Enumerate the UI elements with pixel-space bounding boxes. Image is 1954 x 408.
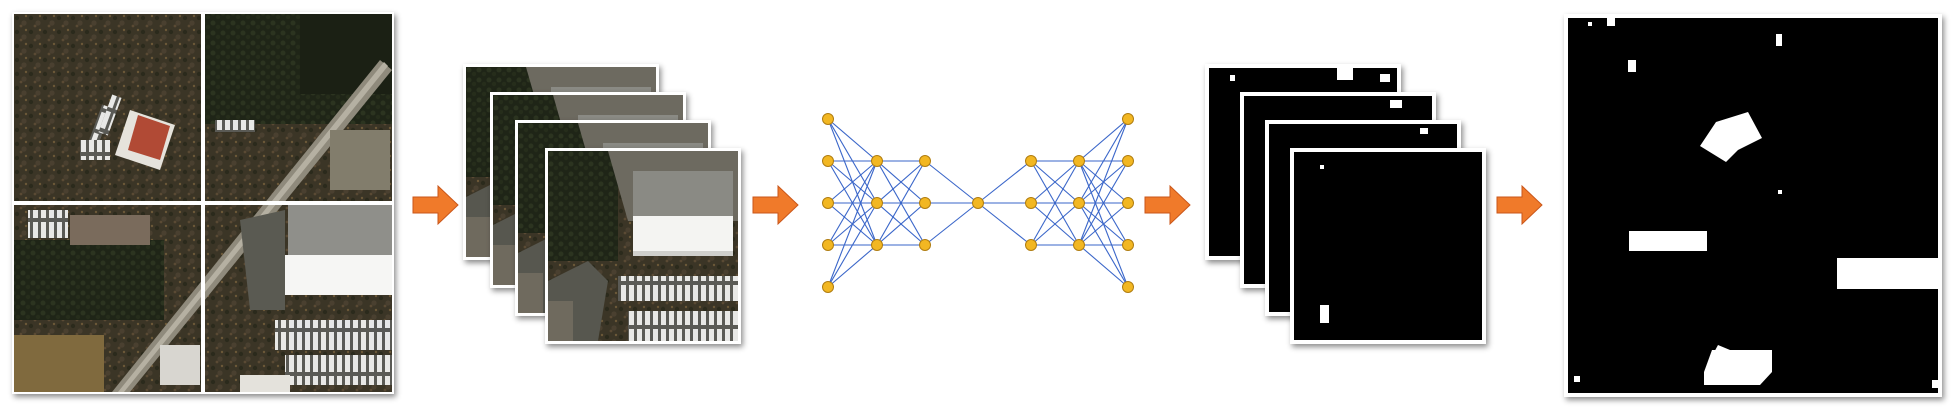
network-edge xyxy=(977,160,1032,204)
network-edge xyxy=(876,160,926,246)
network-edge xyxy=(827,160,878,246)
network-node-layer-6 xyxy=(1073,155,1085,167)
network-edge xyxy=(1078,118,1129,162)
network-node-layer-2 xyxy=(871,197,883,209)
image-tile-stack xyxy=(463,64,741,344)
network-edge xyxy=(827,244,878,288)
arrow-3 xyxy=(1144,184,1191,226)
network-node-layer-3 xyxy=(919,197,931,209)
arrow-4 xyxy=(1496,184,1543,226)
network-node-layer-7 xyxy=(1122,197,1134,209)
network-node-layer-2 xyxy=(871,155,883,167)
network-edge xyxy=(827,118,878,162)
network-node-layer-4 xyxy=(972,197,984,209)
network-node-layer-7 xyxy=(1122,113,1134,125)
network-node-layer-5 xyxy=(1025,239,1037,251)
network-edge xyxy=(1078,202,1129,246)
network-edge xyxy=(1030,160,1080,246)
network-node-layer-7 xyxy=(1122,155,1134,167)
arrow-1 xyxy=(412,184,459,226)
network-edge xyxy=(1078,118,1129,204)
network-edge xyxy=(827,202,878,288)
network-node-layer-1 xyxy=(822,239,834,251)
network-node-layer-2 xyxy=(871,239,883,251)
arrow-2 xyxy=(752,184,799,226)
network-node-layer-7 xyxy=(1122,281,1134,293)
network-edge xyxy=(827,160,878,204)
network-edge xyxy=(876,202,926,246)
network-node-layer-7 xyxy=(1122,239,1134,251)
network-edge xyxy=(1078,118,1129,246)
network-node-layer-3 xyxy=(919,155,931,167)
mask-tile-stack xyxy=(1205,64,1486,344)
network-node-layer-1 xyxy=(822,155,834,167)
network-node-layer-5 xyxy=(1025,155,1037,167)
encoder-decoder-network xyxy=(822,113,1134,293)
network-edge xyxy=(1030,202,1080,246)
network-node-layer-1 xyxy=(822,113,834,125)
network-node-layer-6 xyxy=(1073,197,1085,209)
network-node-layer-3 xyxy=(919,239,931,251)
network-node-layer-6 xyxy=(1073,239,1085,251)
network-edge xyxy=(924,202,979,246)
network-edge xyxy=(827,160,878,288)
network-node-layer-5 xyxy=(1025,197,1037,209)
output-building-mask xyxy=(1564,14,1942,397)
network-node-layer-1 xyxy=(822,281,834,293)
network-edge xyxy=(924,160,979,204)
network-edge xyxy=(1030,160,1080,204)
input-aerial-image xyxy=(12,12,394,394)
network-node-layer-1 xyxy=(822,197,834,209)
network-edge xyxy=(1078,244,1129,288)
network-edge xyxy=(1078,160,1129,246)
network-edge xyxy=(977,202,1032,246)
network-edge xyxy=(876,160,926,204)
